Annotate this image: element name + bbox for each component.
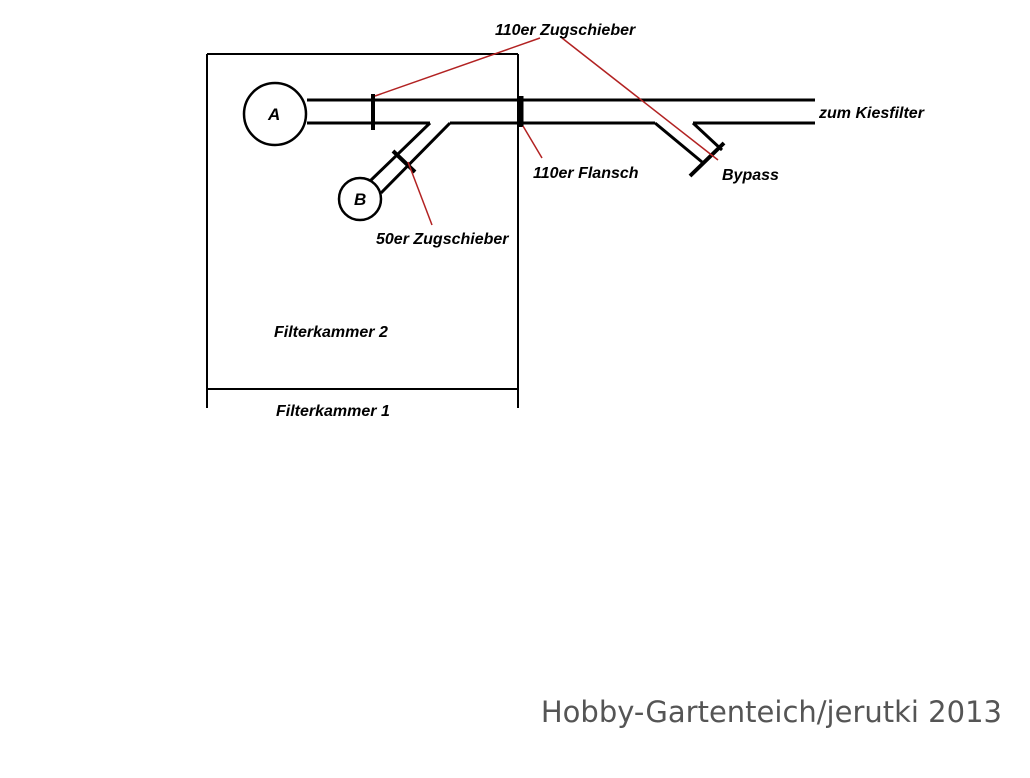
filter-chamber-2-label: Filterkammer 2 [274,324,388,341]
valve-110-label: 110er Zugschieber [495,22,636,39]
outlet-a-label: A [267,105,280,124]
bypass-pipe [654,121,724,164]
credit-watermark: Hobby-Gartenteich/jerutki 2013 [540,695,1002,729]
valve-50-label: 50er Zugschieber [376,231,509,248]
outlet-a-circle [242,81,308,147]
outlet-b-label: B [354,190,366,209]
flange-110-label: 110er Flansch [533,165,639,182]
bypass-label: Bypass [722,167,779,184]
valve-50-mark [391,149,417,174]
outlet-b-circle [337,176,383,222]
leader-lines [374,37,719,226]
filter-chamber-1-label: Filterkammer 1 [276,403,390,420]
branch-pipe-b [366,121,452,195]
bypass-valve-mark [688,141,726,178]
to-gravel-filter-label: zum Kiesfilter [818,105,925,122]
filter-chamber-2-outline [206,53,519,408]
main-pipe [307,98,815,125]
